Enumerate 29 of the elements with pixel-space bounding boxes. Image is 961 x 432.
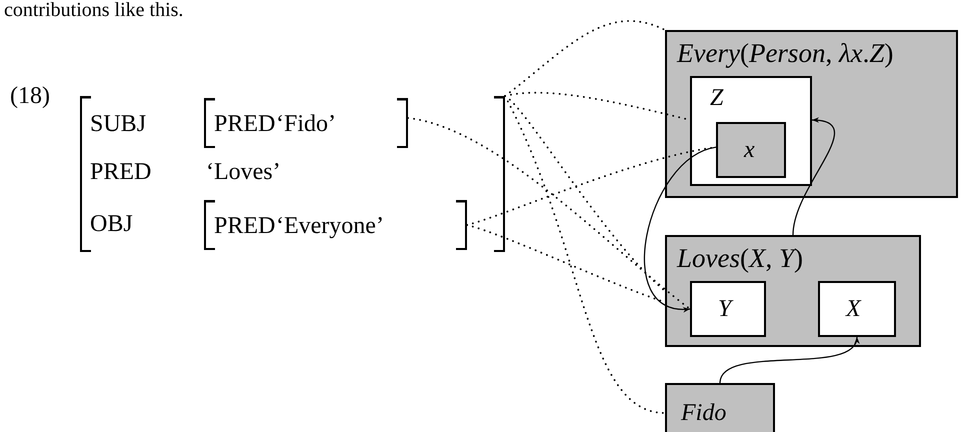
arrow bbox=[719, 336, 858, 384]
box-label: Y bbox=[718, 297, 732, 321]
scope-box bbox=[690, 76, 812, 186]
value-text: ‘Loves’ bbox=[206, 160, 281, 184]
arrow bbox=[644, 146, 716, 312]
example-number: (18) bbox=[10, 84, 50, 108]
predicate-box bbox=[665, 235, 921, 347]
box-label: Fido bbox=[681, 401, 726, 425]
attribute-label: PRED bbox=[90, 160, 152, 184]
box-label: x bbox=[744, 138, 755, 162]
attribute-label: PRED bbox=[214, 214, 276, 238]
arrow bbox=[792, 118, 835, 236]
box-label: Every(Person, λx.Z) bbox=[677, 40, 894, 67]
quantifier-box bbox=[665, 30, 958, 198]
attribute-label: PRED bbox=[214, 112, 276, 136]
box-label: Loves(X, Y) bbox=[677, 245, 804, 272]
attribute-label: OBJ bbox=[90, 212, 133, 236]
box-label: Z bbox=[710, 86, 724, 110]
variable-box bbox=[716, 122, 786, 178]
argument-box bbox=[690, 281, 766, 337]
caption-text: contributions like this. bbox=[4, 0, 184, 20]
constant-box bbox=[665, 383, 775, 432]
attribute-label: SUBJ bbox=[90, 112, 146, 136]
dotted-connector bbox=[407, 117, 691, 310]
box-label: X bbox=[846, 297, 861, 321]
value-text: ‘Everyone’ bbox=[276, 214, 384, 238]
value-text: ‘Fido’ bbox=[276, 112, 336, 136]
argument-box bbox=[818, 281, 896, 337]
dotted-connector bbox=[504, 95, 666, 414]
